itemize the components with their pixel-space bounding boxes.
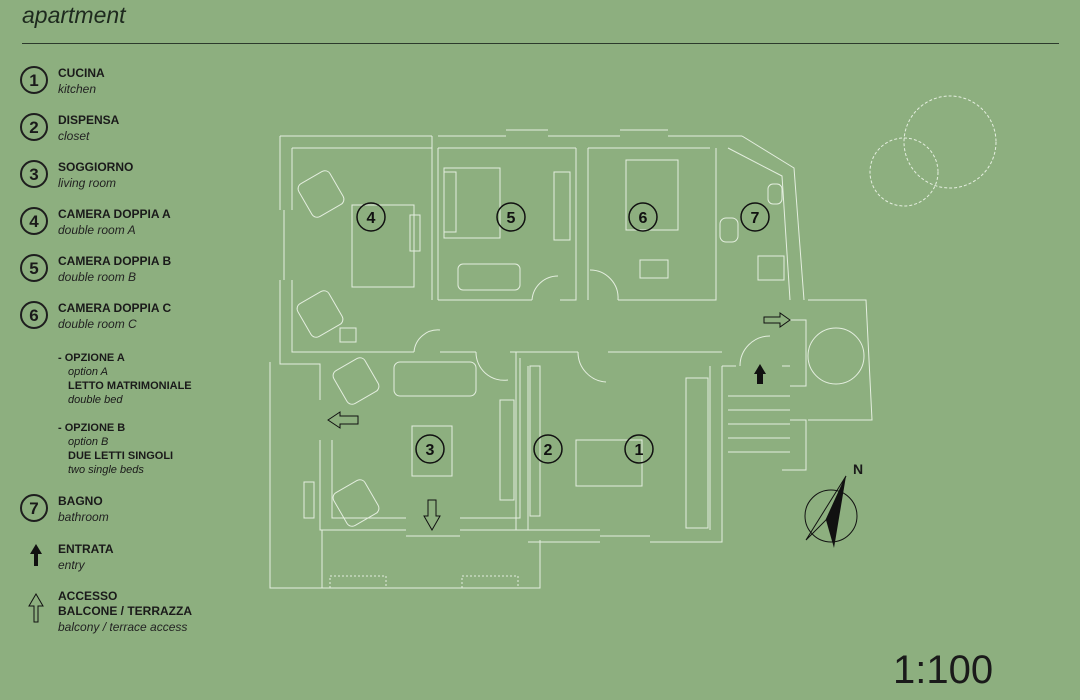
compass-icon (804, 475, 858, 548)
legend-sub: double room C (58, 317, 137, 331)
room-marker-5 (496, 202, 526, 232)
room-number-6: 6 (639, 210, 648, 227)
room-number-badge: 6 (20, 301, 48, 329)
option-heading: - OPZIONE A (58, 352, 125, 364)
entry-arrow-icon (754, 364, 766, 384)
legend-sub: entry (58, 558, 85, 572)
legend-label: BAGNO (58, 494, 103, 508)
title-divider (22, 43, 1059, 44)
legend-label: CAMERA DOPPIA C (58, 301, 172, 315)
north-label: N (853, 461, 864, 477)
room-number-1: 1 (635, 442, 644, 459)
room-number-7: 7 (751, 210, 760, 227)
terrace-access-arrow-icon (763, 312, 791, 328)
legend-label: ENTRATA (58, 542, 114, 556)
option-bold: DUE LETTI SINGOLI (68, 450, 174, 462)
room-marker-1 (624, 434, 654, 464)
legend-sub: double room B (58, 270, 137, 284)
scale-label: 1:100 (893, 648, 994, 692)
legend-sub: closet (58, 129, 90, 143)
option-sub: option B (68, 436, 109, 448)
room-number-2: 2 (544, 442, 553, 459)
legend-sub: bathroom (58, 510, 109, 524)
legend-sub: living room (58, 176, 117, 190)
legend-sub: double room A (58, 223, 136, 237)
legend-label: DISPENSA (58, 113, 120, 127)
terrace-access-arrow-icon (28, 593, 44, 623)
legend-label: CUCINA (58, 66, 105, 80)
page-title: apartment (22, 2, 126, 28)
terrace-access-arrow-icon (327, 411, 359, 429)
room-marker-2 (533, 434, 563, 464)
room-number-badge: 7 (20, 494, 48, 522)
room-number-4: 4 (367, 210, 376, 227)
legend-label: CAMERA DOPPIA A (58, 207, 171, 221)
legend-label: ACCESSO (58, 589, 118, 603)
legend-label: SOGGIORNO (58, 160, 134, 174)
option-bold: LETTO MATRIMONIALE (68, 380, 192, 392)
room-marker-3 (415, 434, 445, 464)
option-sub: option A (68, 366, 108, 378)
room-marker-7 (740, 202, 770, 232)
option-sub2: double bed (68, 394, 123, 406)
legend-label: CAMERA DOPPIA B (58, 254, 172, 268)
room-number-badge: 4 (20, 207, 48, 235)
legend-sub: kitchen (58, 82, 97, 96)
room-number-5: 5 (507, 210, 516, 227)
room-number-badge: 2 (20, 113, 48, 141)
option-heading: - OPZIONE B (58, 422, 126, 434)
legend-label: BALCONE / TERRAZZA (58, 604, 192, 618)
entry-arrow-icon (30, 544, 42, 566)
room-number-badge: 3 (20, 160, 48, 188)
terrace-access-arrow-icon (423, 499, 441, 532)
room-marker-6 (628, 202, 658, 232)
room-marker-4 (356, 202, 386, 232)
room-number-badge: 5 (20, 254, 48, 282)
legend-sub: balcony / terrace access (58, 620, 188, 634)
terrace-outline (269, 362, 541, 589)
room-number-badge: 1 (20, 66, 48, 94)
room-number-3: 3 (426, 442, 435, 459)
option-sub2: two single beds (68, 464, 144, 476)
